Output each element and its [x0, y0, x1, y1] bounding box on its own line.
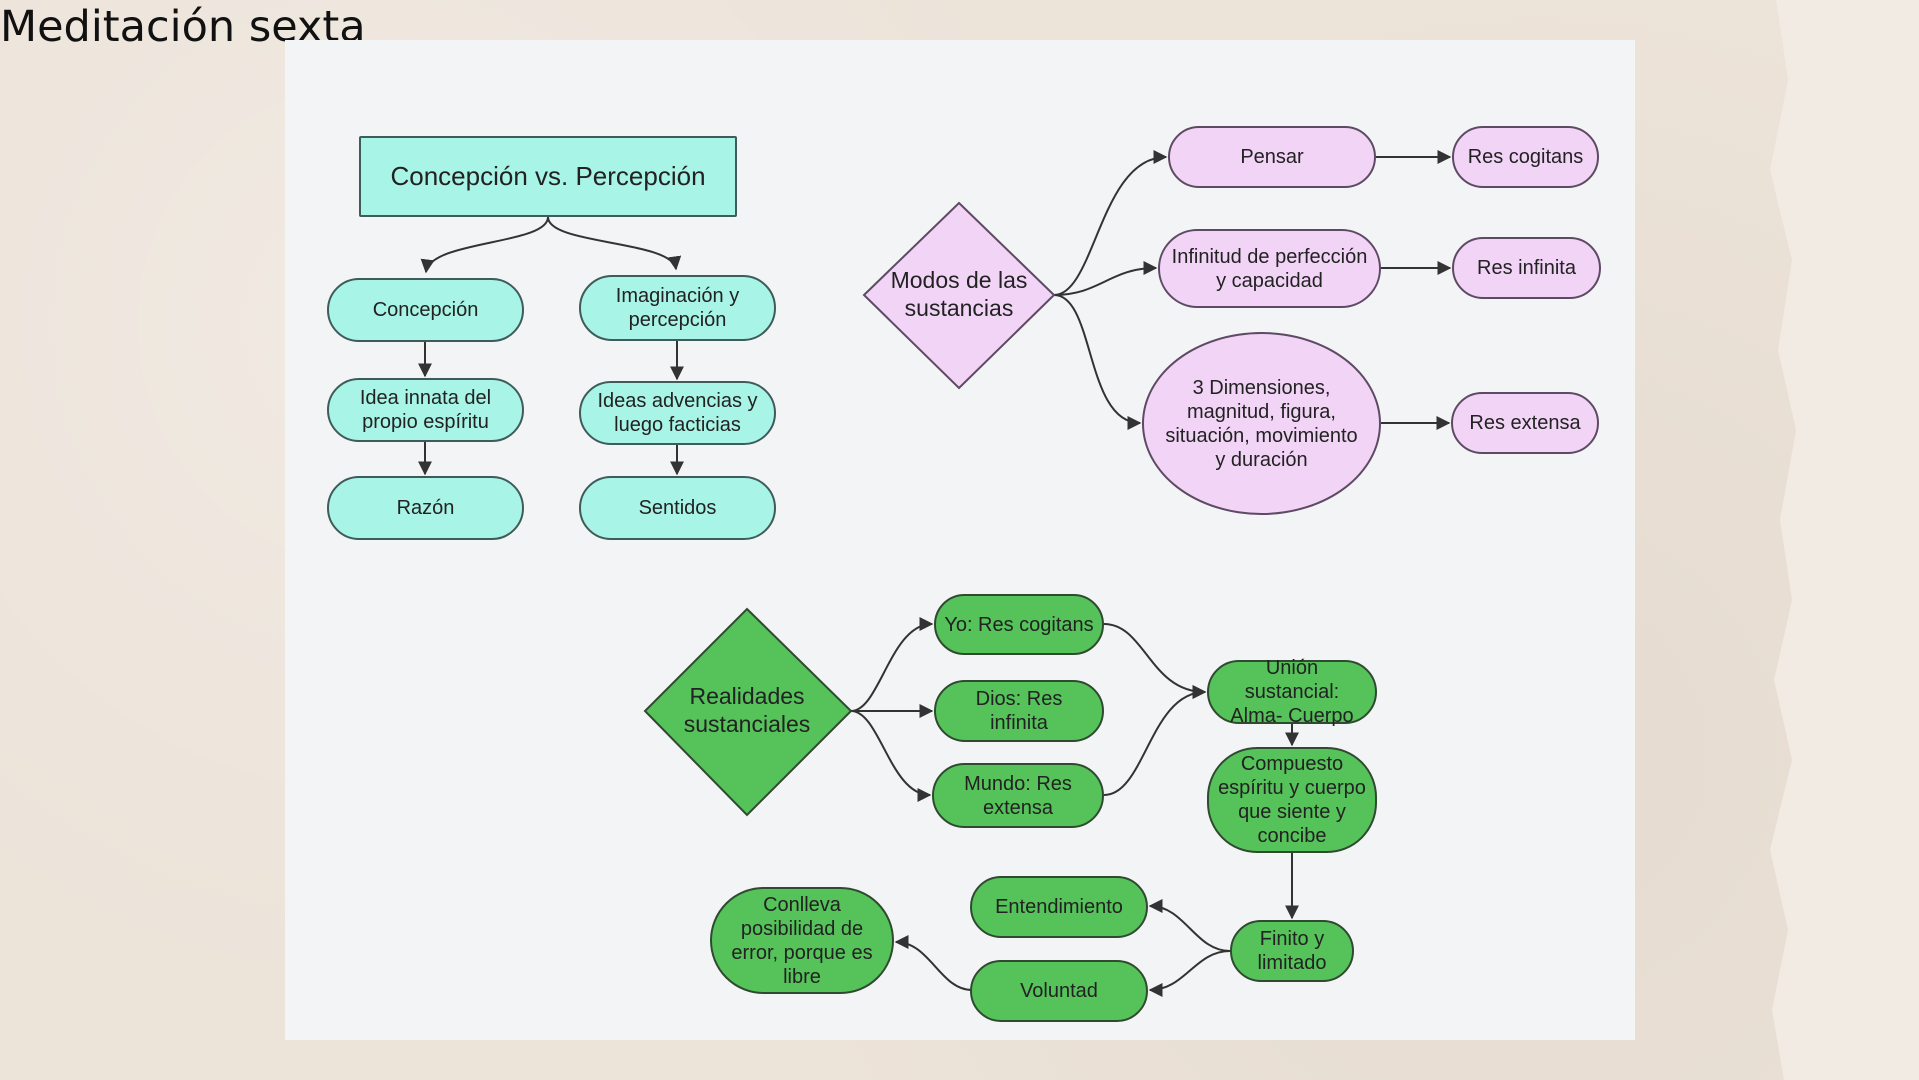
node-conlleva-posibilidad-de-error: Conlleva posibilidad de error, porque es… [710, 887, 894, 994]
node-dios-res-infinita: Dios: Res infinita [934, 680, 1104, 742]
node-label: Pensar [1240, 146, 1304, 168]
node-label: Res extensa [1469, 412, 1581, 434]
node-label: Yo: Res cogitans [944, 613, 1094, 636]
connector-modos-to-infinitud [1053, 261, 1158, 296]
torn-paper-edge [1770, 0, 1919, 1080]
node-compuesto: Compuesto espíritu y cuerpo que siente y… [1207, 747, 1377, 853]
node-label: 3 Dimensiones, magnitud, figura, situaci… [1165, 376, 1358, 471]
node-label: Sentidos [638, 497, 717, 519]
node-label: Concepción vs. Percepción [390, 160, 706, 191]
node-entendimiento: Entendimiento [970, 876, 1148, 938]
node-label: Infinitud de perfección y capacidad [1171, 245, 1368, 292]
node-union-sustancial: Unión sustancial: Alma- Cuerpo [1207, 657, 1377, 727]
node-label: Res cogitans [1467, 146, 1584, 168]
connector-voluntad-to-conlleva [894, 935, 973, 991]
node-mundo-res-extensa: Mundo: Res extensa [932, 763, 1104, 828]
node-res-cogitans: Res cogitans [1452, 126, 1599, 188]
node-razon: Razón [327, 476, 524, 540]
connector-mundo-to-union [1103, 685, 1207, 796]
node-label: Dios: Res infinita [975, 688, 1063, 734]
node-label: Voluntad [1020, 980, 1098, 1002]
node-pensar: Pensar [1168, 126, 1376, 188]
node-concepcion: Concepción [327, 278, 524, 342]
node-label: Unión sustancial: Alma- Cuerpo [1230, 657, 1354, 727]
node-ideas-advencias: Ideas advencias y luego facticias [579, 381, 776, 445]
node-label: Idea innata del propio espíritu [359, 387, 492, 433]
node-res-extensa: Res extensa [1451, 392, 1599, 454]
connector-title-to-concepcion [420, 216, 549, 274]
connector-title-to-imaginacion [547, 216, 682, 271]
node-label: Entendimiento [995, 896, 1123, 918]
node-label: Mundo: Res extensa [964, 772, 1072, 819]
node-concepcion-vs-percepcion: Concepción vs. Percepción [359, 136, 737, 217]
node-label: Ideas advencias y luego facticias [597, 390, 758, 436]
node-voluntad: Voluntad [970, 960, 1148, 1022]
node-label: Razón [396, 497, 455, 519]
connector-modos-to-dimensiones [1053, 294, 1142, 430]
node-label: Modos de las sustancias [890, 267, 1028, 321]
node-label: Imaginación y percepción [615, 285, 740, 331]
diamond-realidades-sustanciales [643, 607, 853, 817]
node-label: Compuesto espíritu y cuerpo que siente y… [1218, 753, 1366, 847]
node-label: Realidades sustanciales [683, 683, 811, 737]
node-infinitud: Infinitud de perfección y capacidad [1158, 229, 1381, 308]
node-sentidos: Sentidos [579, 476, 776, 540]
node-imaginacion-y-percepcion: Imaginación y percepción [579, 275, 776, 341]
connector-yo-to-union [1103, 623, 1207, 699]
connector-realidades-to-mundo [850, 710, 932, 802]
connector-realidades-to-yo [850, 617, 934, 712]
node-res-infinita: Res infinita [1452, 237, 1601, 299]
node-label: Finito y limitado [1257, 928, 1327, 974]
node-finito-y-limitado: Finito y limitado [1230, 920, 1354, 982]
connector-modos-to-pensar [1053, 150, 1168, 296]
node-label: Conlleva posibilidad de error, porque es… [731, 893, 873, 988]
connector-finito-to-entendimiento [1148, 899, 1231, 952]
diamond-modos-de-las-sustancias [862, 201, 1056, 390]
node-dimensiones: 3 Dimensiones, magnitud, figura, situaci… [1142, 332, 1381, 515]
label-realidades-sustanciales: Realidades sustanciales [657, 671, 837, 751]
node-label: Res infinita [1477, 257, 1576, 279]
node-yo-res-cogitans: Yo: Res cogitans [934, 594, 1104, 655]
node-label: Concepción [372, 299, 479, 321]
label-modos-de-las-sustancias: Modos de las sustancias [874, 255, 1044, 335]
connector-finito-to-voluntad [1148, 950, 1231, 997]
node-idea-innata: Idea innata del propio espíritu [327, 378, 524, 442]
